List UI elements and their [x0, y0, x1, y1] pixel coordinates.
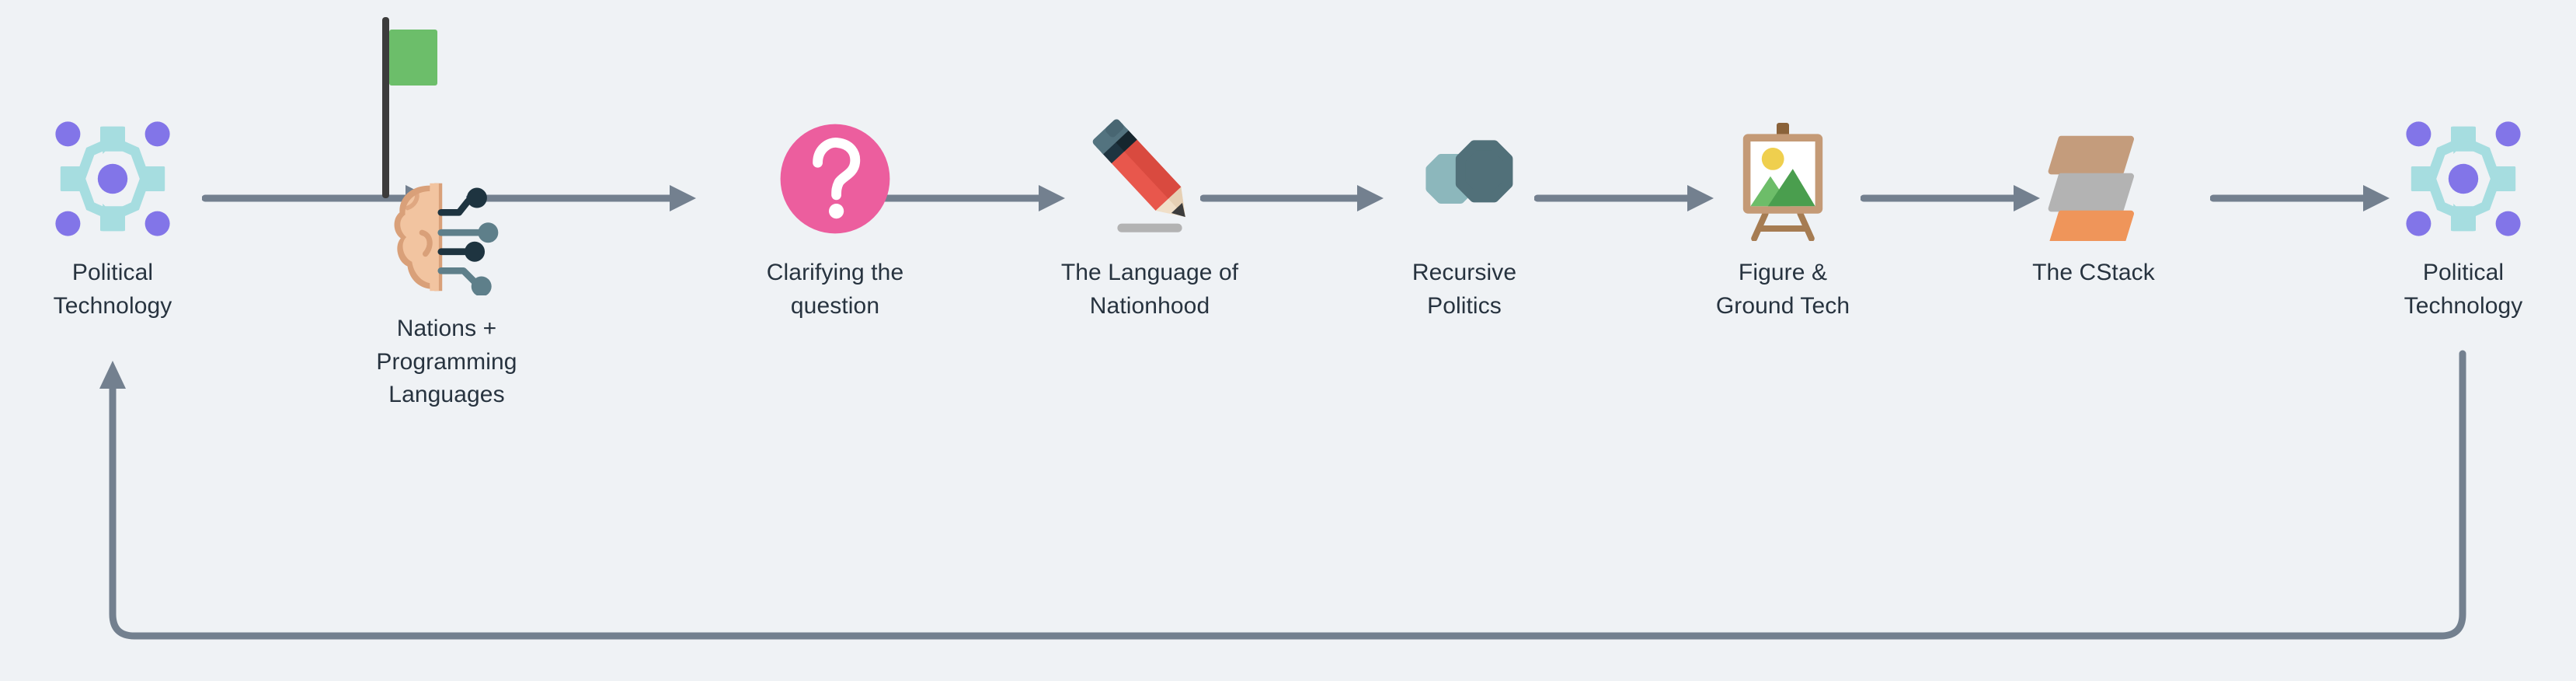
node-recursive-politics[interactable]: Recursive Politics	[1348, 109, 1581, 323]
connector-arrow-5	[1534, 185, 1714, 211]
node-the-cstack[interactable]: The CStack	[1977, 109, 2210, 290]
green-flag-icon	[382, 17, 437, 198]
connector-arrow-6	[1861, 185, 2040, 211]
easel-painting-icon	[1713, 109, 1853, 249]
connector-arrow-2	[466, 185, 696, 211]
node-label: The CStack	[2032, 260, 2155, 285]
connector-arrow-3	[874, 185, 1065, 211]
question-mark-circle-icon	[765, 109, 905, 249]
connector-arrow-4	[1200, 185, 1384, 211]
node-nations-programming-languages[interactable]: Nations + Programming Languages	[330, 179, 563, 412]
node-political-technology-end[interactable]: Political Technology	[2347, 109, 2576, 323]
node-label: Political Technology	[53, 260, 172, 319]
node-label: Clarifying the question	[766, 260, 904, 319]
pencil-icon	[1080, 109, 1220, 249]
node-label: Figure & Ground Tech	[1715, 260, 1850, 319]
brain-circuit-icon	[377, 179, 517, 295]
node-label: Nations + Programming Languages	[376, 316, 517, 408]
overlapping-octagons-icon	[1394, 109, 1534, 249]
node-language-of-nationhood[interactable]: The Language of Nationhood	[1033, 109, 1266, 323]
connector-arrow-7	[2210, 185, 2390, 211]
stacked-layers-icon	[2024, 109, 2163, 249]
node-political-technology-start[interactable]: Political Technology	[0, 109, 229, 323]
network-hub-icon	[2393, 109, 2533, 249]
node-label: The Language of Nationhood	[1060, 260, 1239, 319]
node-label: Recursive Politics	[1412, 260, 1517, 319]
node-label: Political Technology	[2404, 260, 2523, 319]
network-hub-icon	[43, 109, 183, 249]
node-figure-and-ground-tech[interactable]: Figure & Ground Tech	[1666, 109, 1899, 323]
node-clarifying-the-question[interactable]: Clarifying the question	[719, 109, 952, 323]
